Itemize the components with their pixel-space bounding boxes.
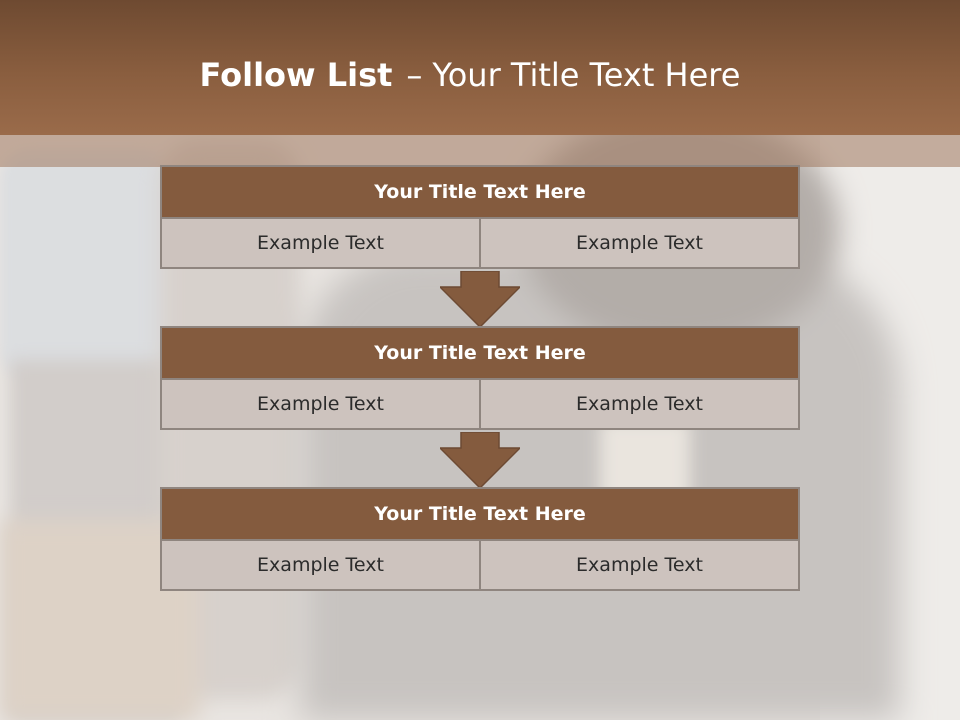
stage-3-left-cell: Example Text [160,541,481,591]
stage-1: Your Title Text Here Example Text Exampl… [160,165,800,269]
header-bar [0,0,960,135]
stage-3: Your Title Text Here Example Text Exampl… [160,487,800,591]
stage-3-title: Your Title Text Here [160,487,800,541]
stage-2-right-cell: Example Text [481,380,800,430]
down-arrow-icon [440,432,520,488]
stage-2-row: Example Text Example Text [160,380,800,430]
slide-title-dash: – [406,56,423,94]
stage-2-left-cell: Example Text [160,380,481,430]
stage-2-title: Your Title Text Here [160,326,800,380]
stage-2: Your Title Text Here Example Text Exampl… [160,326,800,430]
slide-title-rest: Your Title Text Here [432,56,741,94]
stage-1-row: Example Text Example Text [160,219,800,269]
down-arrow-icon [440,271,520,327]
stage-1-title: Your Title Text Here [160,165,800,219]
stage-1-left-cell: Example Text [160,219,481,269]
header-strip [0,135,960,167]
slide-title-bold: Follow List [199,56,393,94]
slide-title: Follow List–Your Title Text Here [0,56,940,94]
stage-1-right-cell: Example Text [481,219,800,269]
stage-3-row: Example Text Example Text [160,541,800,591]
stage-3-right-cell: Example Text [481,541,800,591]
